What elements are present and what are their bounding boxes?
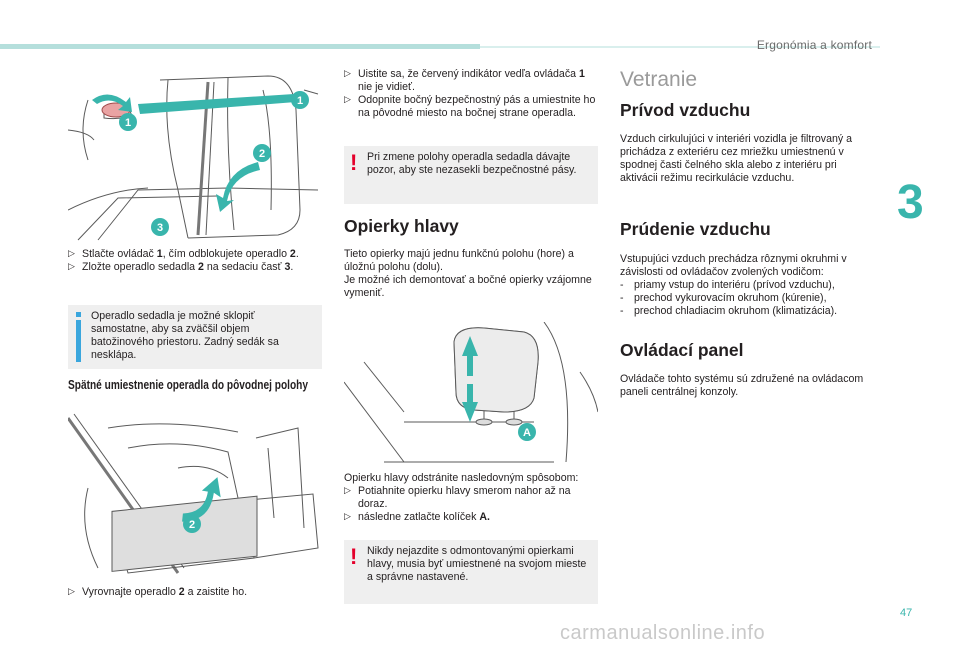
warning-note-belts: ! Pri zmene polohy operadla sedadla dáva… — [344, 146, 598, 204]
callout-3-cushion — [151, 218, 169, 236]
list-item: ▷ Potiahnite opierku hlavy smerom nahor … — [344, 485, 571, 510]
callout-1-seat — [291, 91, 309, 109]
control-panel-text: Ovládače tohto systému sú združené na ov… — [620, 373, 864, 398]
list-item: ▷ následne zatlačte kolíček A. — [344, 511, 490, 523]
list-item: ▷ Odopnite bočný bezpečnostný pás a umie… — [344, 94, 596, 119]
heading-air-intake: Prívod vzduchu — [620, 100, 751, 120]
arrow-bullet-icon: ▷ — [68, 587, 75, 597]
headrests-intro: Tieto opierky majú jednu funkčnú polohu … — [344, 248, 592, 299]
section-title: Ergonómia a komfort — [756, 38, 872, 52]
warning-exclamation-icon: ! — [350, 544, 358, 569]
arrow-bullet-icon: ▷ — [68, 262, 75, 272]
list-item: ▷ Uistite sa, že červený indikátor vedľa… — [344, 68, 585, 93]
callout-1-control — [119, 113, 137, 131]
warning-exclamation-icon: ! — [350, 150, 358, 175]
list-item: ▷ Vyrovnajte operadlo 2 a zaistite ho. — [68, 586, 248, 598]
svg-text:1: 1 — [297, 95, 303, 107]
arrow-bullet-icon: ▷ — [344, 512, 351, 522]
callout-2-return — [183, 515, 201, 533]
svg-text:1: 1 — [125, 117, 131, 129]
heading-ventilation: Vetranie — [620, 68, 698, 91]
chapter-number: 3 — [897, 176, 924, 229]
header-accent-line — [480, 46, 880, 48]
list-item: -priamy vstup do interiéru (prívod vzduc… — [620, 279, 835, 291]
air-intake-text: Vzduch cirkulujúci v interiéri vozidla j… — [620, 133, 852, 184]
arrow-bullet-icon: ▷ — [344, 95, 351, 105]
return-step: ▷ Vyrovnajte operadlo 2 a zaistite ho. — [68, 586, 324, 599]
heading-headrests: Opierky hlavy — [344, 216, 459, 236]
fold-steps: ▷ Stlačte ovládač 1, čím odblokujete ope… — [68, 248, 324, 274]
page-number: 47 — [900, 607, 913, 619]
list-item: ▷ Zložte operadlo sedadla 2 na sedaciu č… — [68, 261, 294, 273]
svg-text:A: A — [523, 427, 531, 439]
rear-seat-fold-illustration: 1 1 2 3 — [68, 70, 320, 242]
list-item: -prechod chladiacim okruhom (klimatizáci… — [620, 305, 838, 317]
svg-text:2: 2 — [259, 148, 265, 160]
backrest-return-illustration: 2 — [68, 408, 320, 578]
arrow-bullet-icon: ▷ — [68, 249, 75, 259]
watermark: carmanualsonline.info — [560, 622, 766, 644]
callout-2-backrest — [253, 144, 271, 162]
warning-note-headrests: ! Nikdy nejazdite s odmontovanými opierk… — [344, 540, 598, 604]
heading-control-panel: Ovládací panel — [620, 340, 744, 360]
info-note: Operadlo sedadla je možné sklopiť samost… — [68, 305, 322, 369]
removal-instructions: Opierku hlavy odstránite nasledovným spô… — [344, 472, 600, 524]
arrow-bullet-icon: ▷ — [344, 486, 351, 496]
arrow-bullet-icon: ▷ — [344, 69, 351, 79]
list-item: -prechod vykurovacím okruhom (kúrenie), — [620, 292, 827, 304]
info-icon — [76, 312, 81, 362]
header-accent-bar — [0, 44, 480, 49]
heading-return-backrest: Spätné umiestnenie operadla do pôvodnej … — [68, 377, 309, 392]
air-flow-text: Vstupujúci vzduch prechádza rôznymi okru… — [620, 253, 876, 318]
callout-a-pin — [518, 423, 536, 441]
heading-air-flow: Prúdenie vzduchu — [620, 219, 771, 239]
list-item: ▷ Stlačte ovládač 1, čím odblokujete ope… — [68, 248, 299, 260]
check-steps: ▷ Uistite sa, že červený indikátor vedľa… — [344, 68, 598, 120]
headrest-illustration: A — [344, 322, 598, 468]
svg-text:3: 3 — [157, 222, 163, 234]
svg-text:2: 2 — [189, 519, 195, 531]
